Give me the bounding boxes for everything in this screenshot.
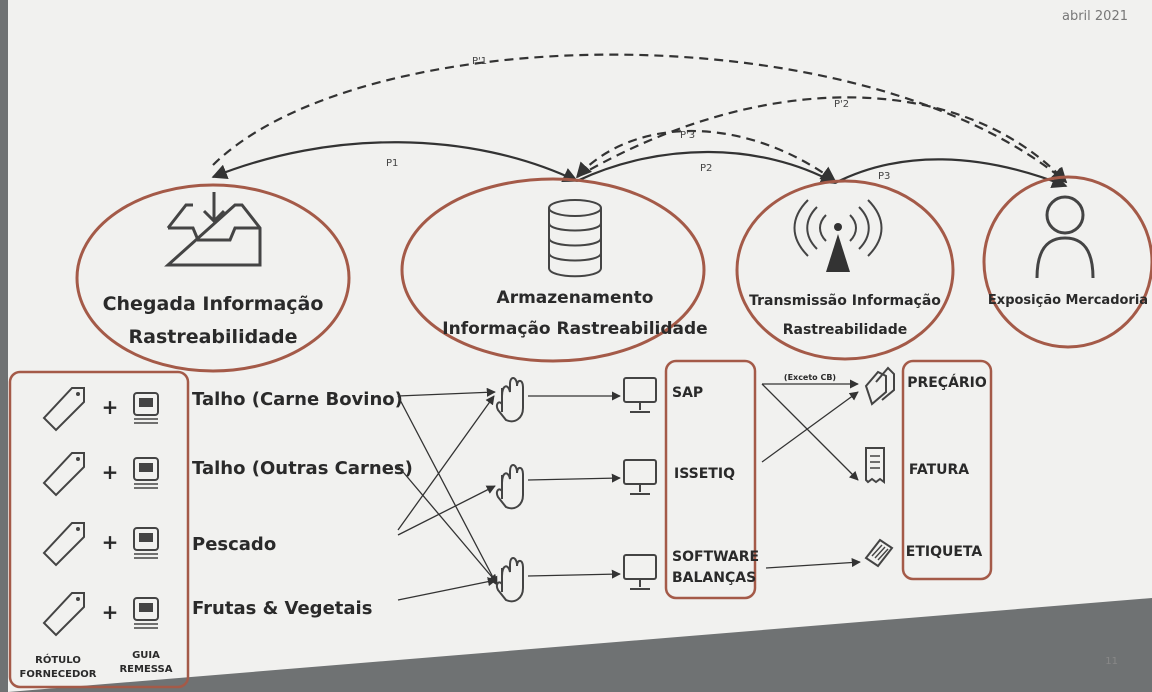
outputs-box (901, 359, 993, 581)
stage-arrival-ellipse (75, 183, 351, 373)
input-row: + (42, 452, 159, 497)
flow-arrow-p-prime-1 (212, 53, 1068, 183)
plus-sign: + (102, 600, 119, 624)
computer-icon (623, 554, 657, 590)
database-icon (548, 199, 602, 278)
stage-arrival-label-1: Chegada Informação (103, 293, 324, 315)
document-stack-icon (133, 597, 159, 629)
document-stack-icon (133, 392, 159, 424)
tag-icon (42, 592, 85, 637)
tag-icon (42, 522, 85, 567)
stage-exposure-label: Exposição Mercadoria (988, 293, 1148, 308)
person-icon (1035, 195, 1095, 279)
hand-icon (495, 377, 524, 423)
barcode-label-icon (864, 538, 894, 568)
input-row: + (42, 387, 159, 432)
date-label: abril 2021 (1062, 9, 1128, 24)
stage-transmission-ellipse (735, 179, 955, 361)
remittance-label-1: GUIA (132, 650, 160, 661)
entry-row-issetiq (495, 459, 657, 510)
category-fruits-vegetables: Frutas & Vegetais (192, 598, 372, 619)
system-output-connections (761, 379, 861, 569)
price-tags-icon (864, 366, 895, 406)
category-fish: Pescado (192, 534, 276, 555)
input-rows: + + + (42, 387, 159, 637)
system-software-2: BALANÇAS (672, 570, 756, 586)
remittance-label-2: REMESSA (119, 664, 172, 675)
system-sap: SAP (672, 385, 703, 401)
tag-icon (42, 387, 85, 432)
stage-storage-label-1: Armazenamento (497, 288, 654, 308)
output-etiqueta: ETIQUETA (906, 544, 983, 560)
label-p-prime-3: P'3 (680, 130, 695, 141)
plus-sign: + (102, 460, 119, 484)
output-fatura: FATURA (909, 462, 969, 478)
stage-transmission-label-1: Transmissão Informação (749, 293, 941, 309)
computer-icon (623, 377, 657, 413)
flow-arrow-p2 (576, 150, 837, 184)
inputs-box (8, 370, 190, 689)
document-stack-icon (133, 457, 159, 489)
exception-note: (Exceto CB) (784, 373, 836, 382)
flow-arrow-p-prime-3 (575, 129, 837, 182)
flow-arrow-p3 (834, 158, 1068, 189)
tag-icon (42, 452, 85, 497)
invoice-icon (865, 447, 885, 484)
flow-arrow-p1 (211, 141, 579, 182)
computer-icon (623, 459, 657, 495)
category-other-meats: Talho (Outras Carnes) (192, 458, 413, 479)
output-precario: PREÇÁRIO (907, 374, 987, 391)
hand-icon (495, 557, 524, 603)
stage-arrival-label-2: Rastreabilidade (129, 326, 298, 348)
plus-sign: + (102, 395, 119, 419)
stage-storage-label-2: Informação Rastreabilidade (442, 319, 707, 339)
label-p3: P3 (878, 171, 890, 182)
systems-box (664, 359, 757, 600)
label-p1: P1 (386, 158, 398, 169)
antenna-icon (793, 199, 883, 272)
stage-storage-ellipse (400, 177, 706, 363)
plus-sign: + (102, 530, 119, 554)
input-row: + (42, 522, 159, 567)
supplier-label-1: RÓTULO (35, 653, 81, 666)
label-p2: P2 (700, 163, 712, 174)
label-p-prime-1: P'1 (472, 56, 487, 67)
stage-transmission-label-2: Rastreabilidade (783, 322, 908, 338)
page-number: 11 (1105, 656, 1118, 667)
label-p-prime-2: P'2 (834, 99, 849, 110)
system-issetiq: ISSETIQ (674, 466, 735, 482)
stage-exposure-ellipse (982, 175, 1152, 349)
input-row: + (42, 592, 159, 637)
category-entry-connections (397, 387, 498, 601)
system-software-1: SOFTWARE (672, 549, 759, 565)
flow-arrow-p-prime-2 (576, 96, 1068, 184)
inbox-icon (164, 192, 262, 267)
category-beef: Talho (Carne Bovino) (192, 389, 403, 410)
hand-icon (495, 464, 524, 510)
supplier-label-2: FORNECEDOR (20, 669, 97, 680)
document-stack-icon (133, 527, 159, 559)
entry-row-software (495, 554, 657, 603)
entry-row-sap (495, 377, 657, 423)
